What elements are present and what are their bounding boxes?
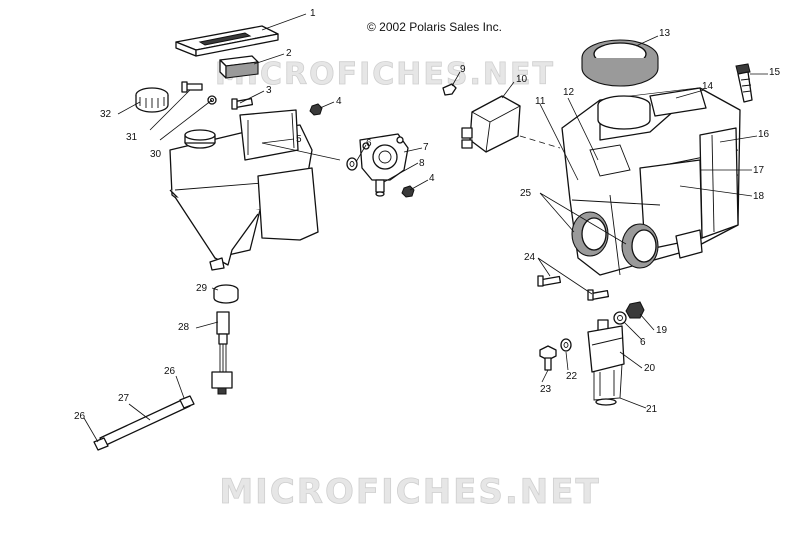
part-23-bolt bbox=[539, 345, 557, 371]
callout-31: 31 bbox=[126, 132, 138, 143]
callout-11: 11 bbox=[535, 96, 546, 107]
part-4-nut-lower bbox=[401, 185, 415, 198]
callout-5: 5 bbox=[296, 134, 302, 145]
callout-9: 9 bbox=[460, 64, 466, 75]
callout-17: 17 bbox=[753, 165, 765, 176]
callout-14: 14 bbox=[702, 81, 714, 92]
part-31-bolt bbox=[181, 81, 203, 93]
part-10-cdi-module bbox=[461, 95, 521, 153]
callout-27: 27 bbox=[118, 393, 130, 404]
callout-25: 25 bbox=[520, 188, 532, 199]
callout-6-right: 6 bbox=[640, 337, 646, 348]
air-box bbox=[561, 87, 741, 276]
callout-7: 7 bbox=[423, 142, 429, 153]
callout-29: 29 bbox=[196, 283, 208, 294]
part-4-nut-upper bbox=[309, 103, 323, 116]
part-2-foam-pad bbox=[219, 55, 259, 79]
watermark-bottom: MICROFICHES.NET bbox=[219, 472, 600, 512]
callout-18: 18 bbox=[753, 191, 765, 202]
callout-28: 28 bbox=[178, 322, 190, 333]
callout-13: 13 bbox=[659, 28, 671, 39]
part-28-pickup bbox=[211, 311, 233, 395]
callout-4-upper: 4 bbox=[336, 96, 342, 107]
leader-lines bbox=[83, 13, 768, 443]
part-27-oil-hose bbox=[99, 397, 191, 447]
part-22-washer bbox=[560, 338, 572, 352]
watermark-top: MICROFICHES.NET bbox=[215, 57, 555, 92]
callout-3: 3 bbox=[266, 85, 272, 96]
callout-30: 30 bbox=[150, 149, 162, 160]
callout-numbers: 1 2 3 4 4 5 6 6 7 8 9 10 11 12 13 14 15 … bbox=[74, 8, 781, 422]
callout-23: 23 bbox=[540, 384, 552, 395]
part-15-latch bbox=[735, 63, 753, 103]
part-6-washer-left bbox=[346, 157, 358, 171]
callout-21: 21 bbox=[646, 404, 658, 415]
part-32-filler-cap bbox=[135, 87, 169, 113]
part-6-washer-right bbox=[613, 311, 627, 325]
callout-15: 15 bbox=[769, 67, 781, 78]
part-3-bolt bbox=[231, 98, 254, 110]
part-24-bolt-b bbox=[587, 289, 610, 301]
part-8-fitting bbox=[375, 179, 385, 197]
callout-22: 22 bbox=[566, 371, 578, 382]
callout-1: 1 bbox=[310, 8, 316, 19]
callout-24: 24 bbox=[524, 252, 536, 263]
callout-10: 10 bbox=[516, 74, 528, 85]
part-7-fuel-pump bbox=[359, 133, 409, 181]
callout-12: 12 bbox=[563, 87, 575, 98]
part-9-clip bbox=[442, 83, 457, 96]
callout-32: 32 bbox=[100, 109, 112, 120]
callout-20: 20 bbox=[644, 363, 656, 374]
part-21-strap bbox=[593, 363, 623, 406]
part-19-nut bbox=[625, 301, 645, 319]
part-1-tank-cover bbox=[175, 25, 279, 57]
part-13-foam-ring bbox=[581, 39, 659, 87]
part-26-clamp-upper bbox=[179, 395, 195, 409]
callout-8: 8 bbox=[419, 158, 425, 169]
callout-19: 19 bbox=[656, 325, 668, 336]
callout-6-left: 6 bbox=[366, 138, 372, 149]
callout-26-lower: 26 bbox=[74, 411, 86, 422]
copyright-text: © 2002 Polaris Sales Inc. bbox=[367, 20, 502, 34]
part-29-grommet bbox=[213, 284, 239, 304]
callout-16: 16 bbox=[758, 129, 770, 140]
part-24-bolt-a bbox=[537, 275, 562, 287]
part-20-bracket bbox=[587, 319, 625, 373]
callout-2: 2 bbox=[286, 48, 292, 59]
oil-tank bbox=[169, 109, 319, 271]
callout-26-upper: 26 bbox=[164, 366, 176, 377]
callout-4-lower: 4 bbox=[429, 173, 435, 184]
